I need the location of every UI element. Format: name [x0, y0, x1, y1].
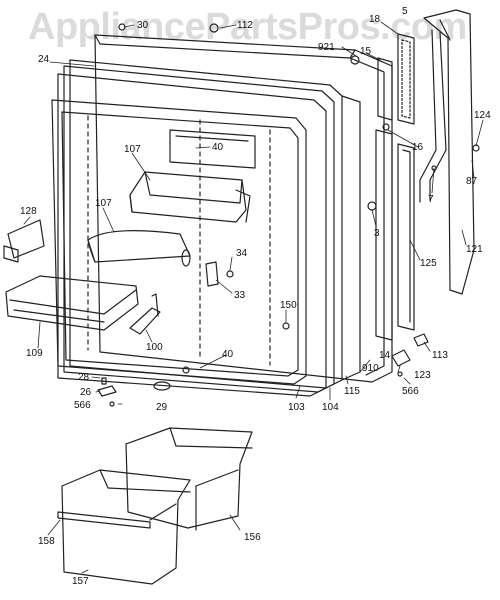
dairy-door-107	[87, 230, 191, 267]
callout-121: 121	[466, 244, 483, 255]
callout-5: 5	[402, 6, 408, 17]
callout-14: 14	[379, 350, 391, 361]
crisper-156	[125, 427, 253, 531]
callout-24: 24	[38, 54, 50, 65]
door-shelf-107	[129, 171, 251, 223]
callout-100: 100	[146, 342, 163, 353]
callout-34: 34	[236, 248, 248, 259]
callout-3: 3	[374, 228, 380, 239]
callout-40-top: 40	[212, 142, 224, 153]
callout-150: 150	[280, 300, 297, 311]
callout-124: 124	[474, 110, 491, 121]
callout-566-right: 566	[402, 386, 419, 397]
callout-107-shelf: 107	[124, 144, 141, 155]
callout-109: 109	[26, 348, 43, 359]
callout-16: 16	[412, 142, 424, 153]
door-liner	[51, 99, 307, 385]
crisper-157	[57, 469, 191, 585]
callout-107-bin: 107	[95, 198, 112, 209]
hardware	[3, 123, 429, 407]
door-gaskets	[57, 59, 361, 397]
callout-128: 128	[20, 206, 37, 217]
callout-26: 26	[80, 387, 92, 398]
callout-87: 87	[466, 176, 478, 187]
callout-labels: 30 112 18 5 921 15 24 40 107 107 16 124 …	[20, 6, 491, 587]
callout-18: 18	[369, 14, 381, 25]
callout-15: 15	[360, 46, 372, 57]
callout-29: 29	[156, 402, 168, 413]
callout-30: 30	[137, 20, 149, 31]
door-handle	[419, 9, 480, 295]
callout-125: 125	[420, 258, 437, 269]
bottom-shelf-109	[5, 275, 139, 331]
callout-33: 33	[234, 290, 246, 301]
door-shell	[94, 23, 393, 383]
callout-921: 921	[318, 42, 335, 53]
callout-112: 112	[237, 20, 253, 31]
callout-104: 104	[322, 402, 339, 413]
callout-156: 156	[244, 532, 261, 543]
callout-566-left: 566	[74, 400, 91, 411]
callout-28: 28	[78, 372, 90, 383]
callout-40-bottom: 40	[222, 349, 234, 360]
right-strips	[375, 33, 415, 341]
callout-113: 113	[432, 350, 448, 361]
callout-7: 7	[428, 194, 434, 205]
leader-lines	[23, 21, 484, 574]
callout-158: 158	[38, 536, 55, 547]
callout-123: 123	[414, 370, 431, 381]
callout-115: 115	[344, 386, 360, 397]
callout-157: 157	[72, 576, 89, 587]
callout-910: 910	[362, 363, 379, 374]
callout-103: 103	[288, 402, 305, 413]
